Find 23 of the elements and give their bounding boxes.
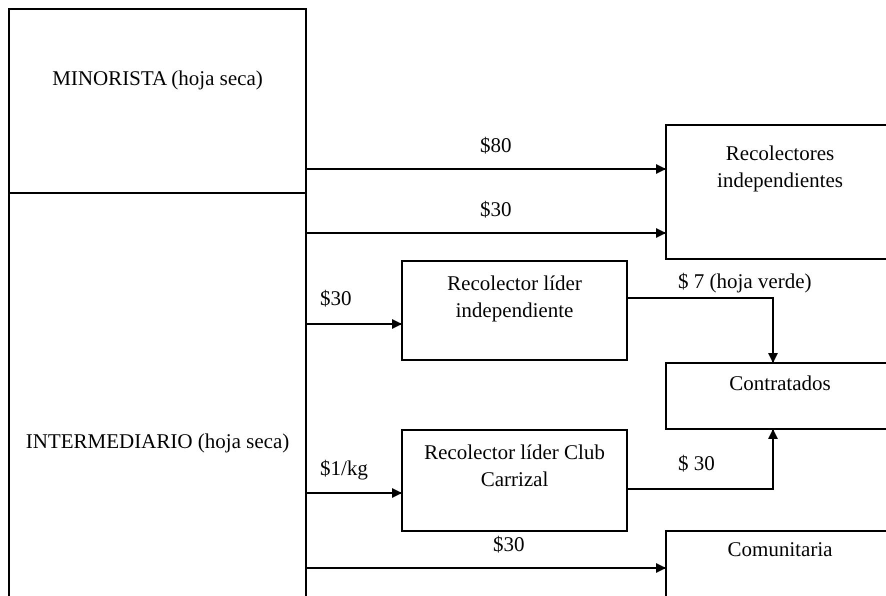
edge-label: $ 7 (hoja verde) [676, 270, 814, 294]
node-label: Recolector líder Club Carrizal [423, 439, 606, 494]
process-box [8, 192, 307, 596]
arrow [307, 319, 402, 329]
node-label: Contratados [728, 370, 832, 397]
arrow [307, 563, 666, 573]
process-box [665, 530, 886, 596]
node-label: MINORISTA (hoja seca) [51, 65, 264, 92]
arrow [307, 228, 666, 238]
process-box [8, 8, 307, 194]
node-label: Recolector líder independiente [446, 270, 583, 324]
edge-label: $1/kg [318, 457, 370, 480]
arrow [307, 488, 402, 498]
process-box [401, 260, 628, 361]
process-box [401, 429, 628, 532]
arrow [307, 164, 666, 174]
arrow [628, 429, 778, 490]
node-label: INTERMEDIARIO (hoja seca) [24, 428, 290, 455]
node-label: Recolectores independientes [716, 140, 844, 194]
process-box [665, 362, 886, 430]
arrow [628, 297, 778, 363]
process-box [665, 124, 886, 260]
node-label: Comunitaria [726, 536, 834, 563]
